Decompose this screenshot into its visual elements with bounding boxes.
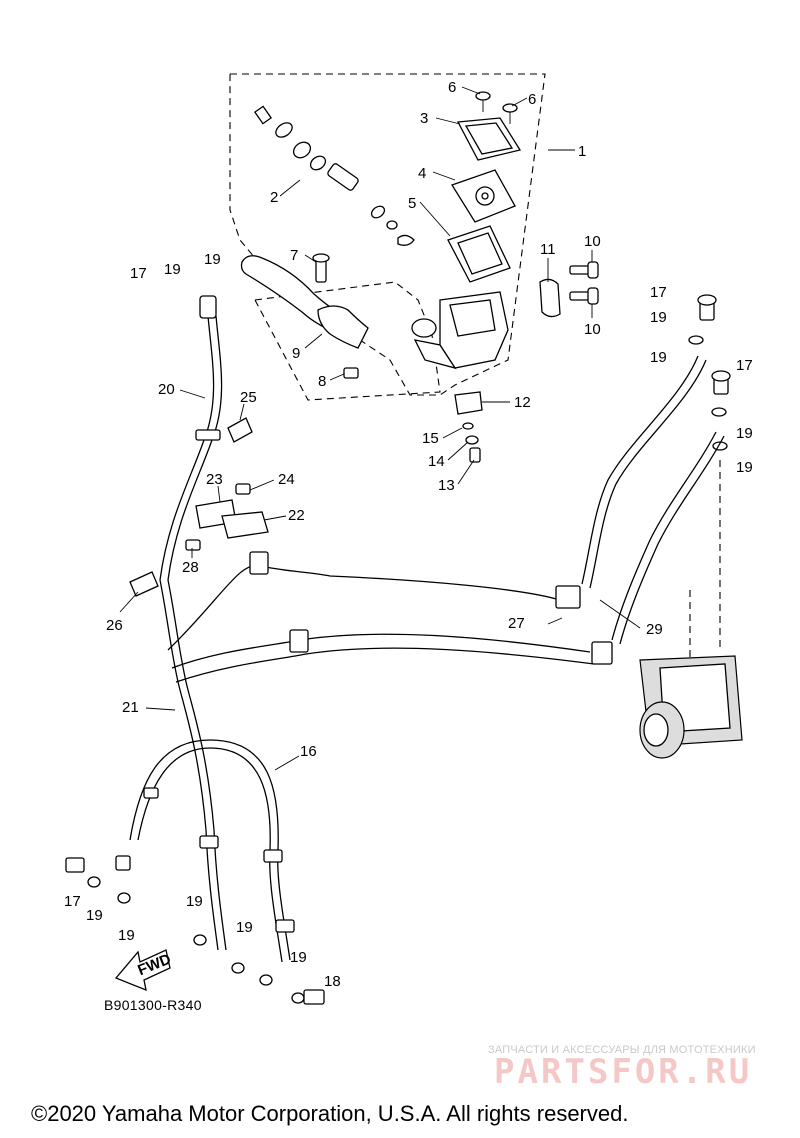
- banjo-bolt-right-mid: [711, 370, 731, 451]
- callout-15: 15: [422, 430, 439, 447]
- callout-24: 24: [278, 471, 295, 488]
- copyright-notice: ©2020 Yamaha Motor Corporation, U.S.A. A…: [31, 1101, 629, 1126]
- callout-19e: 19: [736, 425, 753, 442]
- callout-18: 18: [324, 973, 341, 990]
- callout-19i: 19: [186, 893, 203, 910]
- callout-23: 23: [206, 471, 223, 488]
- holder-bolt: [569, 261, 599, 305]
- lever-pivot-bolt: [312, 253, 330, 283]
- callout-28: 28: [182, 559, 199, 576]
- callout-17d: 17: [64, 893, 81, 910]
- callout-17b: 17: [650, 284, 667, 301]
- callout-2: 2: [270, 189, 278, 206]
- abs-hoses: [581, 355, 725, 645]
- callout-4: 4: [418, 165, 426, 182]
- callout-19f: 19: [736, 459, 753, 476]
- watermark-brand: PARTSFOR.RU: [494, 1052, 753, 1092]
- callout-17a: 17: [130, 265, 147, 282]
- banjo-bolt-lower-right: [193, 934, 325, 1005]
- leader-lines: [119, 86, 641, 771]
- callout-14: 14: [428, 453, 445, 470]
- reservoir-diaphragm: [447, 225, 511, 283]
- diagram-reference-code: B901300-R340: [104, 997, 202, 1013]
- callout-19h: 19: [118, 927, 135, 944]
- master-cylinder-assembly-boundary: [229, 73, 546, 396]
- brake-line-main: [159, 551, 613, 831]
- fwd-arrow-icon: FWD: [114, 949, 174, 992]
- banjo-bolt-lower-left: [65, 857, 131, 904]
- callout-19k: 19: [290, 949, 307, 966]
- callout-19g: 19: [86, 907, 103, 924]
- callout-27: 27: [508, 615, 525, 632]
- callout-19b: 19: [204, 251, 221, 268]
- abs-hydraulic-unit: [639, 460, 743, 759]
- banjo-bolt-right-top: [688, 294, 717, 345]
- callout-8: 8: [318, 373, 326, 390]
- callout-25: 25: [240, 389, 257, 406]
- hose-clamp: [129, 571, 159, 597]
- callout-1: 1: [578, 143, 586, 160]
- brake-lever: [240, 255, 369, 349]
- lever-nut: [343, 367, 359, 379]
- cylinder-holder: [539, 278, 561, 318]
- hose-bracket: [185, 483, 269, 551]
- reservoir-cap: [456, 117, 522, 161]
- callout-16: 16: [300, 743, 317, 760]
- brake-hose-upper: [159, 295, 223, 581]
- callout-17c: 17: [736, 357, 753, 374]
- callout-11: 11: [540, 241, 556, 258]
- callout-5: 5: [408, 195, 416, 212]
- callout-19c: 19: [650, 309, 667, 326]
- callout-19a: 19: [164, 261, 181, 278]
- callout-10a: 10: [584, 233, 601, 250]
- master-cylinder-body: [411, 291, 509, 370]
- reservoir-plate: [451, 169, 516, 223]
- callout-19j: 19: [236, 919, 253, 936]
- callout-22: 22: [288, 507, 305, 524]
- hose-grommet: [227, 417, 253, 443]
- callout-13: 13: [438, 477, 455, 494]
- callout-20: 20: [158, 381, 175, 398]
- callout-19d: 19: [650, 349, 667, 366]
- callout-29: 29: [646, 621, 663, 638]
- callout-12: 12: [514, 394, 531, 411]
- piston-kit: [253, 105, 415, 246]
- brake-hose-lower: [115, 739, 295, 963]
- watermark-tagline: ЗАПЧАСТИ И АКСЕССУАРЫ ДЛЯ МОТОТЕХНИКИ: [488, 1044, 756, 1056]
- callout-9: 9: [292, 345, 300, 362]
- cap-screw: [475, 91, 518, 124]
- brake-switch: [454, 391, 483, 463]
- callout-6a: 6: [448, 79, 456, 96]
- callout-10b: 10: [584, 321, 601, 338]
- callout-21: 21: [122, 699, 139, 716]
- callout-3: 3: [420, 110, 428, 127]
- callout-7: 7: [290, 247, 298, 264]
- callout-6b: 6: [528, 91, 536, 108]
- callout-26: 26: [106, 617, 123, 634]
